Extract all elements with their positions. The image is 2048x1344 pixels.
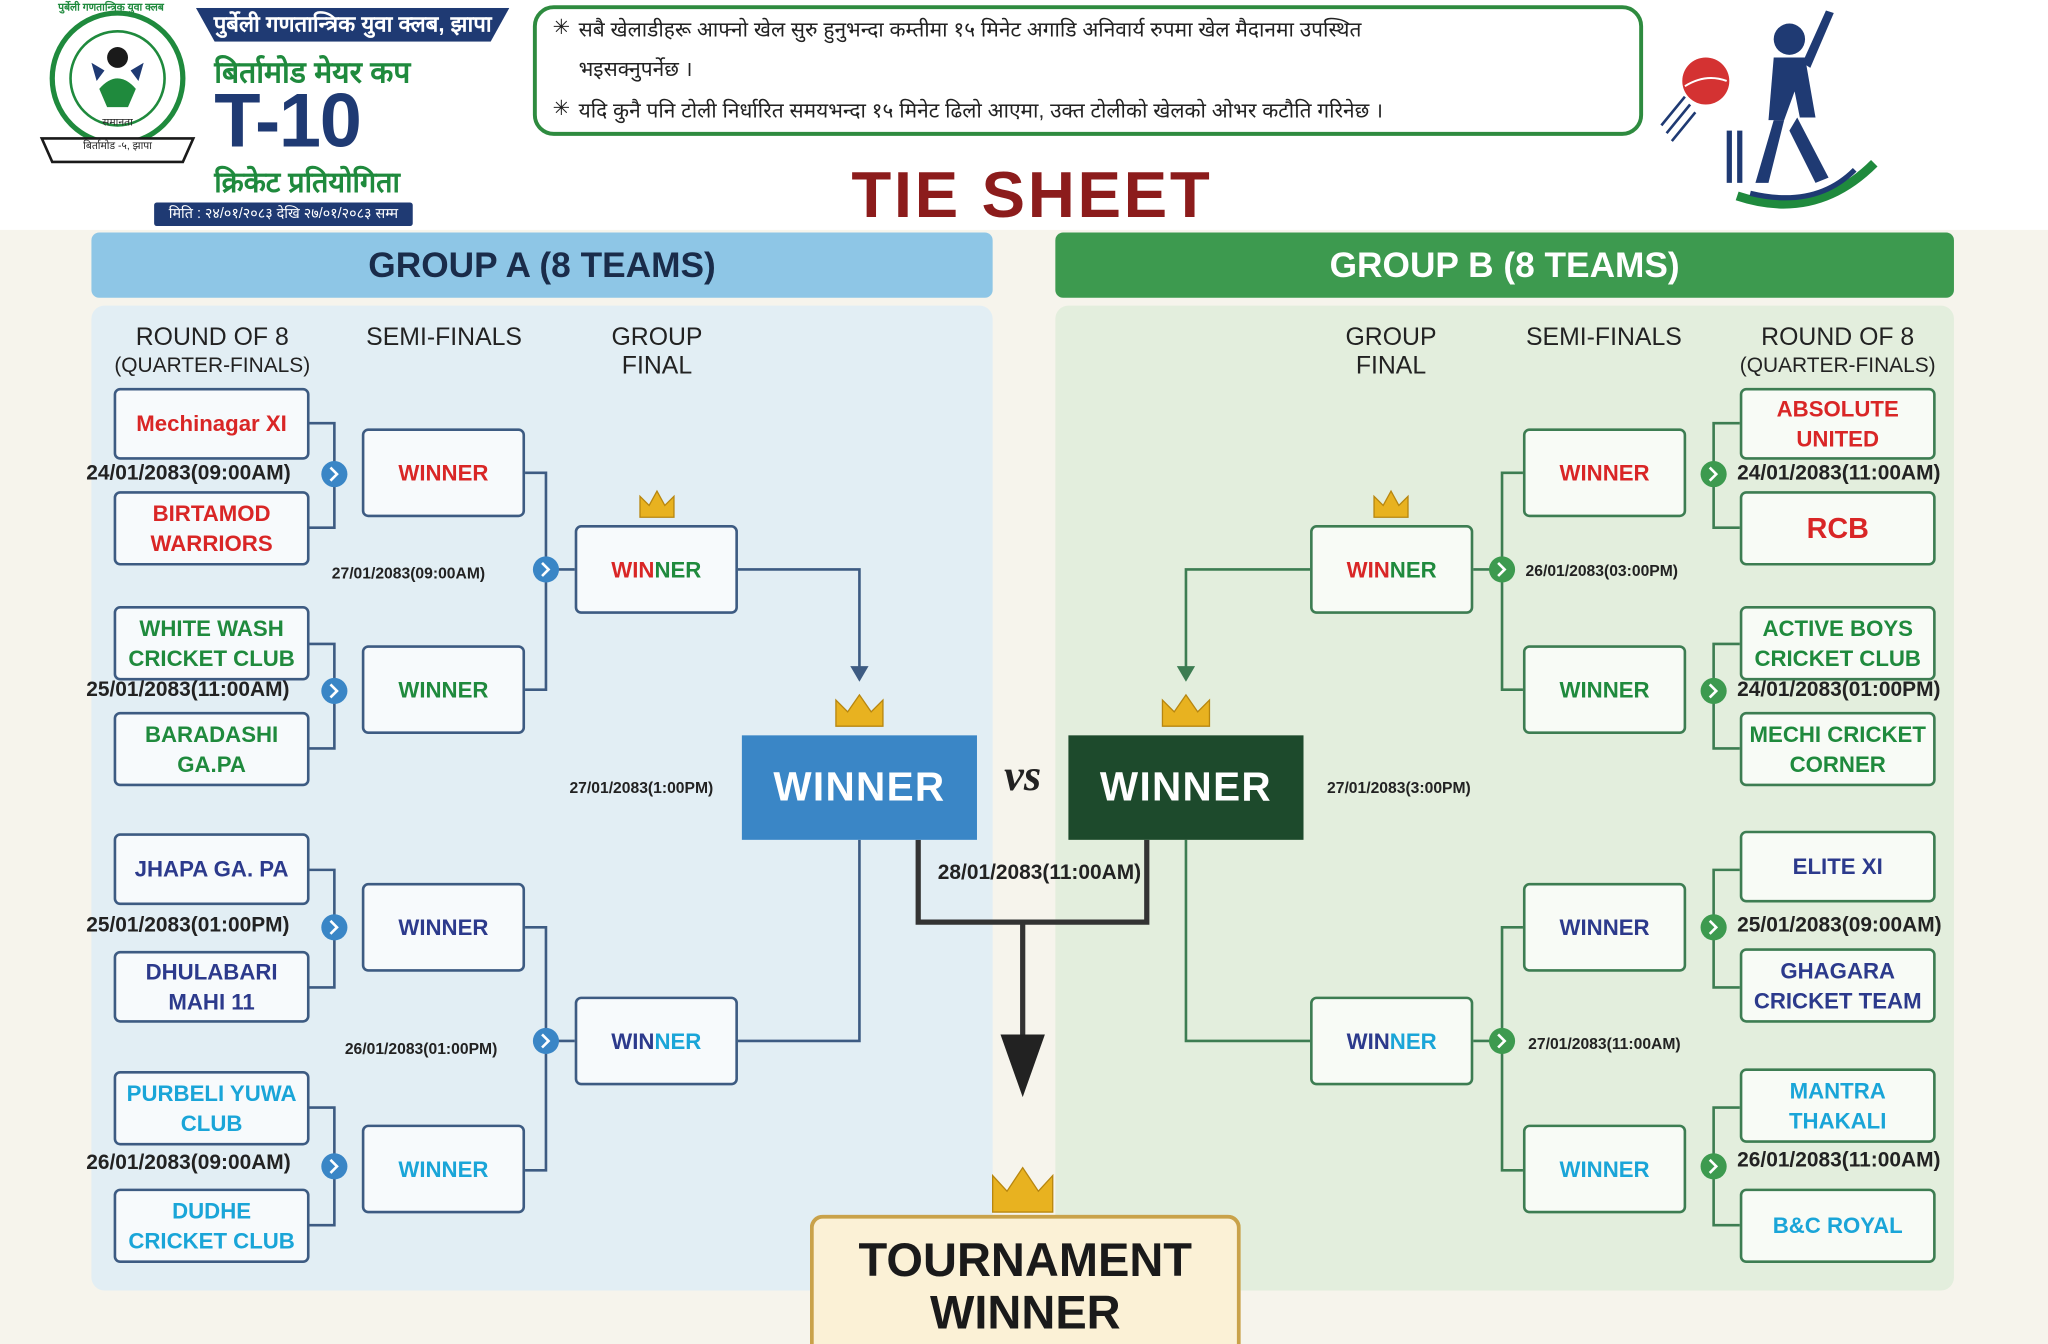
logo-ribbon-text: बिर्तामोड -५, झापा [83,139,152,152]
match-date: 26/01/2083(01:00PM) [344,1039,498,1058]
winner-box: WINNER [361,428,526,518]
final-match-date: 28/01/2083(11:00AM) [937,862,1142,885]
col-group-final-b: GROUP FINAL [1345,323,1437,381]
winner-box: WINNER [361,882,526,972]
team-box: BARADASHI GA.PA [113,711,310,787]
club-logo [39,10,196,164]
cup-name: बिर्तामोड मेयर कप [214,54,411,89]
col-semi-finals-b: SEMI-FINALS [1525,323,1682,352]
match-date: 24/01/2083(01:00PM) [1737,679,1941,702]
notice-line-1: सबै खेलाडीहरू आफ्नो खेल सुरु हुनुभन्दा क… [578,19,1362,42]
team-box: B&C ROYAL [1739,1188,1936,1264]
team-box: ABSOLUTE UNITED [1739,387,1936,460]
col-semi-finals-a: SEMI-FINALS [366,323,522,352]
team-box: GHAGARA CRICKET TEAM [1739,948,1936,1023]
winner-box: WINNER [1522,428,1687,518]
date-range: मिति : २४/०१/२०८३ देखि २७/०१/२०८३ सम्म [154,202,413,226]
page-title: TIE SHEET [851,158,1213,232]
bullet-icon: ✳ [552,16,570,40]
bullet-icon: ✳ [552,97,570,121]
notice-line-2: यदि कुनै पनि टोली निर्धारित समयभन्दा १५ … [578,100,1384,123]
group-b-winner-final: WINNER [1068,735,1304,840]
rules-notice: ✳ सबै खेलाडीहरू आफ्नो खेल सुरु हुनुभन्दा… [532,5,1644,136]
team-box: WHITE WASH CRICKET CLUB [113,606,310,681]
team-box: Mechinagar XI [113,387,310,460]
batsman-icon [1660,10,1878,209]
match-date: 26/01/2083(09:00AM) [86,1151,291,1175]
team-box: MECHI CRICKET CORNER [1739,711,1936,787]
team-box: JHAPA GA. PA [113,833,310,906]
team-box: ELITE XI [1739,830,1936,903]
match-date: 25/01/2083(11:00AM) [86,679,290,702]
winner-box: WINNER [361,645,526,735]
match-date: 27/01/2083(1:00PM) [569,778,714,797]
match-date: 25/01/2083(09:00AM) [1737,914,1942,937]
col-quarter-finals-a: ROUND OF 8 (QUARTER-FINALS) [114,323,311,378]
versus-label: vs [1004,752,1042,801]
group-a-winner-final: WINNER [741,735,977,840]
team-box: PURBELI YUWA CLUB [113,1071,310,1146]
team-box: MANTRA THAKALI [1739,1068,1936,1143]
winner-box: WINNER [1522,1124,1687,1214]
group-a-header: GROUP A (8 TEAMS) [91,232,993,298]
logo-ribbon-label: समानता [102,116,133,128]
match-date: 25/01/2083(01:00PM) [86,914,290,937]
col-quarter-finals-b: ROUND OF 8 (QUARTER-FINALS) [1739,323,1936,378]
team-box: ACTIVE BOYS CRICKET CLUB [1739,606,1936,681]
match-date: 27/01/2083(09:00AM) [331,564,486,583]
winner-box: WINNER [361,1124,526,1214]
winner-box: WINNER [1522,882,1687,972]
match-date: 26/01/2083(11:00AM) [1737,1149,1941,1172]
match-date: 24/01/2083(09:00AM) [86,462,291,485]
winner-box: WINNER [1522,645,1687,735]
tournament-winner-line-1: TOURNAMENT [858,1232,1193,1287]
notice-line-1b: भइसक्नुपर्नेछ । [578,58,693,81]
competition-name: क्रिकेट प्रतियोगिता [214,165,400,199]
logo-top-text: पुर्बेली गणतान्त्रिक युवा क्लब [58,1,164,14]
tournament-winner-plaque: TOURNAMENT WINNER [809,1214,1241,1344]
team-box: DUDHE CRICKET CLUB [113,1188,310,1264]
tournament-winner-line-2: WINNER [929,1285,1121,1339]
team-box: BIRTAMOD WARRIORS [113,491,310,566]
match-date: 26/01/2083(03:00PM) [1525,561,1679,580]
team-box: DHULABARI MAHI 11 [113,950,310,1023]
group-b-header: GROUP B (8 TEAMS) [1055,232,1954,298]
organizer-banner: पुर्बेली गणतान्त्रिक युवा क्लब, झापा [195,7,510,42]
match-date: 27/01/2083(3:00PM) [1327,778,1471,797]
col-group-final-a: GROUP FINAL [611,323,703,381]
match-date: 24/01/2083(11:00AM) [1737,462,1941,485]
team-box: RCB [1739,491,1936,566]
format-title: T-10 [214,78,362,164]
match-date: 27/01/2083(11:00AM) [1528,1034,1681,1053]
